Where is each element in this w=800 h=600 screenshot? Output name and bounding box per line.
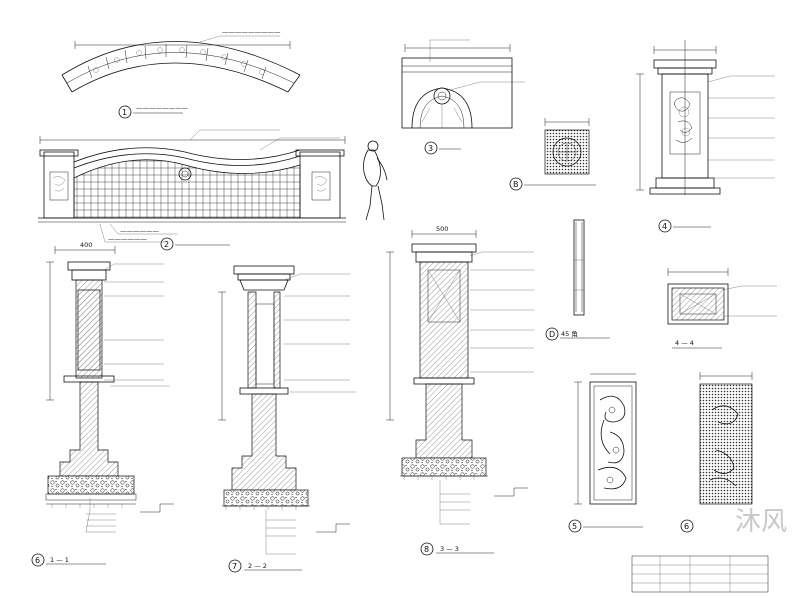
view-marker-circle — [228, 559, 242, 573]
section-3-3-number: 8 — [424, 545, 429, 554]
panel-5-number: 5 — [572, 522, 577, 531]
section-2-2-view: 7 2 — 2 — [218, 265, 356, 573]
view-marker-circle — [568, 519, 582, 533]
panel-6-view: 6 — [680, 372, 753, 533]
section-3-3-view: 500 8 3 — 3 — [386, 225, 534, 556]
plan-leader-text: ————————— — [222, 28, 281, 36]
column-4-number: 4 — [662, 222, 667, 231]
section-1-1-view: 400 6 1 — 1 — [31, 241, 174, 567]
view-marker-circle — [160, 237, 174, 251]
fence-detail-label: 45 角 — [561, 329, 578, 338]
view-marker-circle — [680, 519, 694, 533]
panel-5-view: 5 — [568, 373, 643, 533]
human-figure — [363, 140, 388, 221]
title-block — [631, 555, 769, 593]
view-marker-circle — [420, 542, 434, 556]
elevation-note-1: —————— — [120, 227, 160, 235]
plan-view-arc: ————————— 1 ———————— — [61, 28, 301, 119]
view-marker-circle — [545, 327, 559, 341]
section-4-4-view: 4 — 4 — [667, 268, 777, 349]
panel-6-number: 6 — [684, 522, 689, 531]
plan-view-number: 1 — [122, 108, 127, 117]
detail-3-view: 3 — [401, 39, 525, 155]
section-3-3-label: 3 — 3 — [440, 545, 459, 553]
detail-3-number: 3 — [428, 144, 433, 153]
fence-detail-number: D — [549, 330, 555, 339]
view-marker-circle — [509, 177, 523, 191]
fence-detail-view: D 45 角 — [545, 219, 610, 341]
elevation-note-2: —————— — [108, 235, 148, 243]
section-2-2-number: 7 — [232, 562, 237, 571]
view-marker-circle — [424, 141, 438, 155]
logo-detail-view: B — [509, 118, 596, 191]
section-1-1-label: 1 — 1 — [50, 556, 69, 564]
section-1-1-number: 6 — [35, 556, 40, 565]
elevation-view-number: 2 — [164, 240, 169, 249]
section-4-4-label: 4 — 4 — [675, 339, 694, 347]
view-marker-circle — [118, 105, 132, 119]
plan-view-title: ———————— — [136, 104, 189, 112]
view-marker-circle — [658, 219, 672, 233]
watermark: 沐风 — [735, 507, 787, 537]
section-1-1-top-dim: 400 — [80, 241, 92, 249]
logo-detail-number: B — [513, 180, 519, 189]
section-3-3-top-dim: 500 — [436, 225, 448, 233]
section-2-2-label: 2 — 2 — [248, 562, 267, 570]
column-4-view: 4 — [636, 40, 775, 233]
elevation-view: —————— —————— 2 — [38, 129, 388, 251]
view-marker-circle — [31, 553, 45, 567]
